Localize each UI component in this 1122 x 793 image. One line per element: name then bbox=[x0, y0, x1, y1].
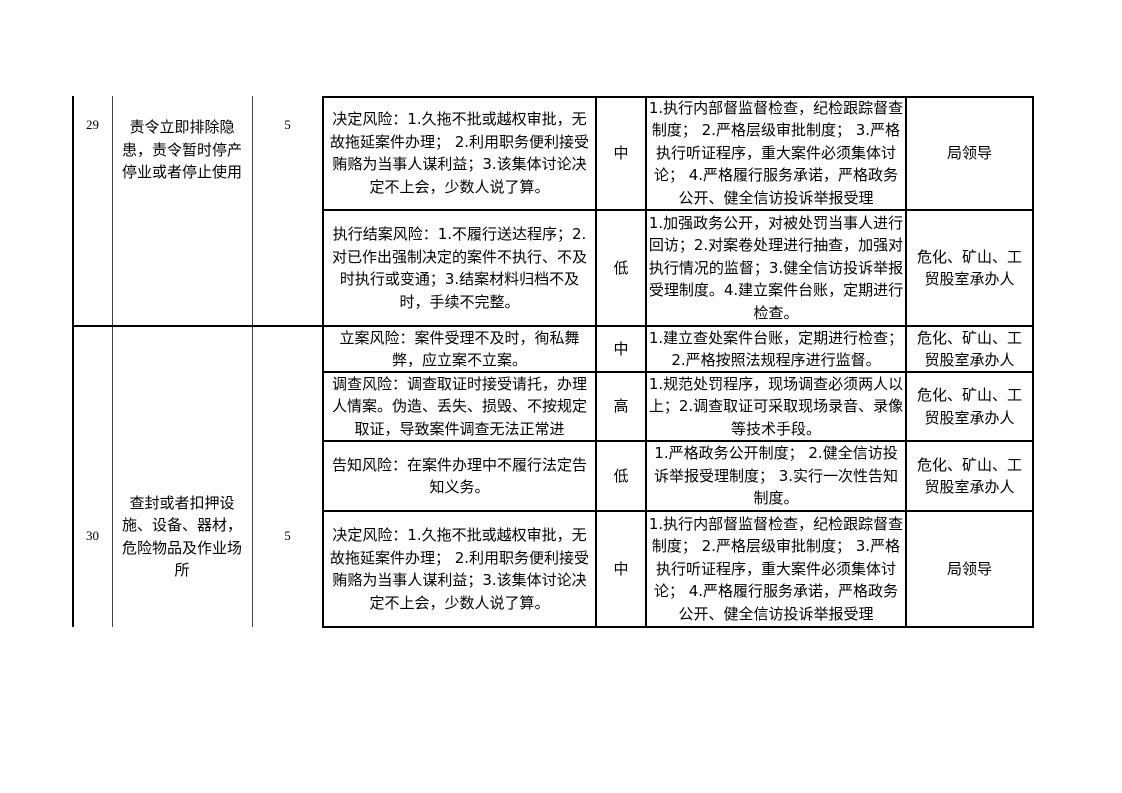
table-border bbox=[322, 626, 1034, 628]
responsible-person: 局领导 bbox=[946, 143, 992, 162]
item-count: 5 bbox=[284, 117, 291, 132]
table-border bbox=[1032, 96, 1034, 628]
table-border bbox=[322, 96, 324, 628]
risk-description: 决定风险：1.久拖不批或越权审批，无故拖延案件办理； 2.利用职务便利接受贿赂为… bbox=[329, 526, 590, 612]
responsible-person: 危化、矿山、工贸股室承办人 bbox=[916, 247, 1022, 289]
risk-level: 低 bbox=[613, 466, 629, 485]
control-measures: 1.执行内部督监督检查，纪检跟踪督查制度； 2.严格层级审批制度； 3.严格执行… bbox=[648, 514, 904, 623]
row-number: 30 bbox=[86, 528, 99, 544]
control-measures: 1.执行内部督监督检查，纪检跟踪督查制度； 2.严格层级审批制度； 3.严格执行… bbox=[648, 98, 904, 207]
responsible-person: 危化、矿山、工贸股室承办人 bbox=[916, 328, 1022, 370]
control-measures: 1.加强政务公开，对被处罚当事人进行回访；2.对案卷处理进行抽查，加强对执行情况… bbox=[648, 213, 904, 322]
table-border bbox=[322, 209, 1034, 211]
risk-level: 中 bbox=[613, 559, 629, 578]
risk-description: 决定风险：1.久拖不批或越权审批，无故拖延案件办理； 2.利用职务便利接受贿赂为… bbox=[329, 110, 590, 196]
table-border bbox=[72, 96, 74, 627]
table-border bbox=[645, 96, 647, 628]
risk-level: 低 bbox=[613, 258, 629, 277]
table-border bbox=[322, 510, 1034, 512]
control-measures: 1.规范处罚程序，现场调查必须两人以上；2.调查取证可采取现场录音、录像等技术手… bbox=[648, 374, 904, 438]
risk-level: 中 bbox=[613, 143, 629, 162]
risk-description: 执行结案风险：1.不履行送达程序；2.对已作出强制决定的案件不执行、不及时执行或… bbox=[331, 225, 587, 311]
control-measures: 1.严格政务公开制度； 2.健全信访投诉举报受理制度； 3.实行一次性告知制度。 bbox=[653, 444, 899, 508]
risk-description: 调查风险：调查取证时接受请托，办理人情案。伪造、丢失、损毁、不按规定取证，导致案… bbox=[331, 374, 587, 438]
responsible-person: 危化、矿山、工贸股室承办人 bbox=[916, 386, 1022, 427]
table-border bbox=[252, 96, 253, 627]
risk-description: 告知风险：在案件办理中不履行法定告知义务。 bbox=[331, 455, 587, 497]
item-name: 查封或者扣押设施、设备、器材，危险物品及作业场所 bbox=[121, 493, 242, 580]
responsible-person: 危化、矿山、工贸股室承办人 bbox=[916, 455, 1022, 497]
item-name: 责令立即排除隐患，责令暂时停产停业或者停止使用 bbox=[121, 118, 242, 181]
table-border bbox=[112, 96, 113, 627]
risk-level: 高 bbox=[613, 397, 629, 416]
item-count: 5 bbox=[284, 528, 291, 544]
risk-description: 立案风险：案件受理不及时，徇私舞弊，应立案不立案。 bbox=[339, 328, 580, 370]
table-border bbox=[905, 96, 907, 628]
table-border bbox=[72, 325, 1034, 327]
risk-level: 中 bbox=[613, 339, 629, 358]
table-border bbox=[322, 371, 1034, 373]
responsible-person: 局领导 bbox=[946, 559, 992, 578]
table-border bbox=[595, 96, 597, 628]
table-border bbox=[322, 440, 1034, 442]
table-border bbox=[322, 96, 1034, 98]
row-number: 29 bbox=[86, 117, 99, 132]
control-measures: 1.建立查处案件台账，定期进行检查；2.严格按照法规程序进行监督。 bbox=[648, 328, 904, 370]
